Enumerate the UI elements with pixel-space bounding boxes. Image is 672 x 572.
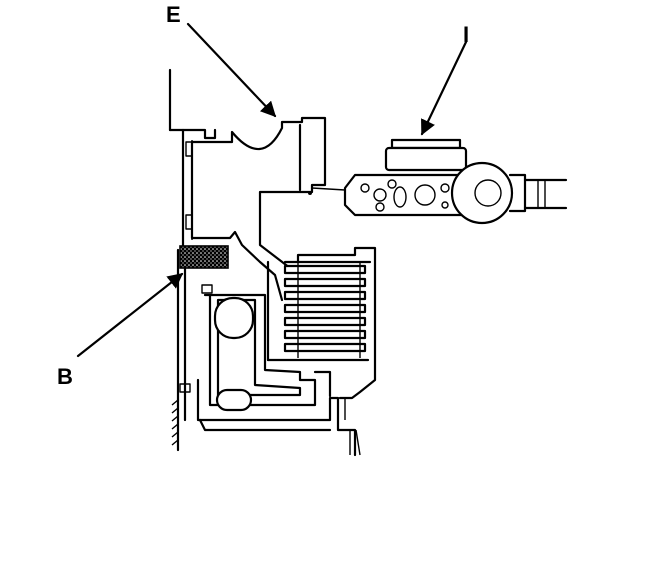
arrow-e [186,22,277,118]
callout-arrows [76,22,468,358]
arrow-i [420,40,468,136]
arrow-b [76,272,184,358]
clutch-pack [266,246,377,400]
callout-label-e: E [166,2,181,27]
upper-passage-body [190,116,346,302]
filter-b [179,245,229,269]
callout-label-b: B [57,364,73,389]
clutch-plates [283,264,367,353]
solenoid-i [343,138,568,225]
lower-passage [179,284,361,457]
callout-label-i: I [463,22,469,47]
